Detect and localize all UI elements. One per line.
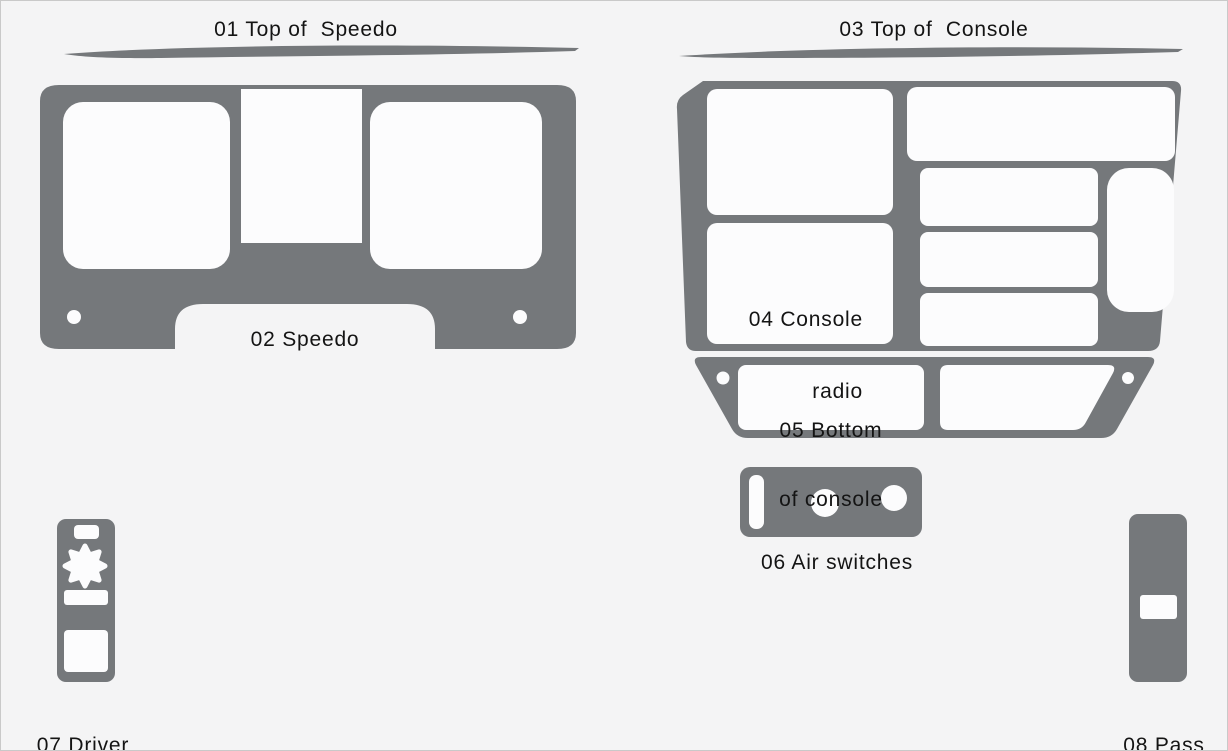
label-part04-line1: 04 Console [748, 308, 863, 331]
speedo-right-hole [513, 310, 527, 324]
bottom-console-right-hole [1122, 372, 1134, 384]
driver-door-switch-cutout [64, 630, 108, 672]
label-part06-air-switches: 06 Air switches [760, 551, 914, 574]
speedo-left-hole [67, 310, 81, 324]
console-top-left-cutout [707, 89, 893, 215]
bottom-console-left-cutout [738, 365, 924, 430]
label-part03-top-of-console: 03 Top of Console [839, 18, 1029, 41]
part-01-top-of-speedo-shape [64, 45, 579, 59]
top-of-console-strip [679, 47, 1183, 58]
console-radio-cutout [707, 223, 893, 344]
driver-door-crank-spline-hole [62, 543, 108, 589]
label-part04-line2: radio [812, 380, 863, 403]
speedo-right-gauge-cutout [370, 102, 542, 269]
label-part08-pass-door: 08 Pass door [1123, 688, 1205, 751]
label-part01-top-of-speedo: 01 Top of Speedo [214, 18, 398, 41]
part-05-bottom-of-console-shape [694, 357, 1155, 438]
pass-door-switch-cutout [1140, 595, 1177, 619]
console-vent-row-3-cutout [920, 293, 1098, 346]
part-04-console-radio-shape [676, 81, 1182, 351]
driver-door-strip-cutout [64, 590, 108, 605]
bottom-console-left-hole [716, 371, 730, 385]
label-part07-line1: 07 Driver [36, 734, 130, 751]
part-03-top-of-console-shape [679, 47, 1183, 58]
air-switches-slot-cutout [749, 475, 764, 529]
bottom-console-right-cutout [940, 365, 1115, 430]
console-right-tall-cutout [1107, 168, 1174, 312]
label-part05-bottom-of-console: 05 Bottom of console [738, 373, 924, 557]
air-switches-right-knob-hole [881, 485, 907, 511]
top-of-speedo-strip [64, 45, 579, 59]
console-vent-row-1-cutout [920, 168, 1098, 226]
air-switches-left-knob-hole [811, 489, 839, 517]
driver-door-top-notch-cutout [74, 525, 99, 539]
label-part08-line1: 08 Pass [1123, 734, 1205, 751]
part-08-pass-door-shape [1129, 514, 1187, 682]
console-top-right-cutout [907, 87, 1175, 161]
part-02-speedo-shape [40, 85, 576, 349]
speedo-left-gauge-cutout [63, 102, 230, 269]
part-06-air-switches-shape [740, 467, 922, 537]
label-part05-line1: 05 Bottom [779, 419, 883, 442]
part-07-driver-door-shape [57, 519, 115, 682]
label-part05-line2: of console [779, 488, 883, 511]
console-vent-row-2-cutout [920, 232, 1098, 287]
label-part04-console-radio: 04 Console radio [713, 260, 863, 452]
speedo-center-display-cutout [237, 85, 366, 247]
label-part02-speedo: 02 Speedo [250, 328, 360, 351]
label-part07-driver-door: 07 Driver door [36, 688, 130, 751]
